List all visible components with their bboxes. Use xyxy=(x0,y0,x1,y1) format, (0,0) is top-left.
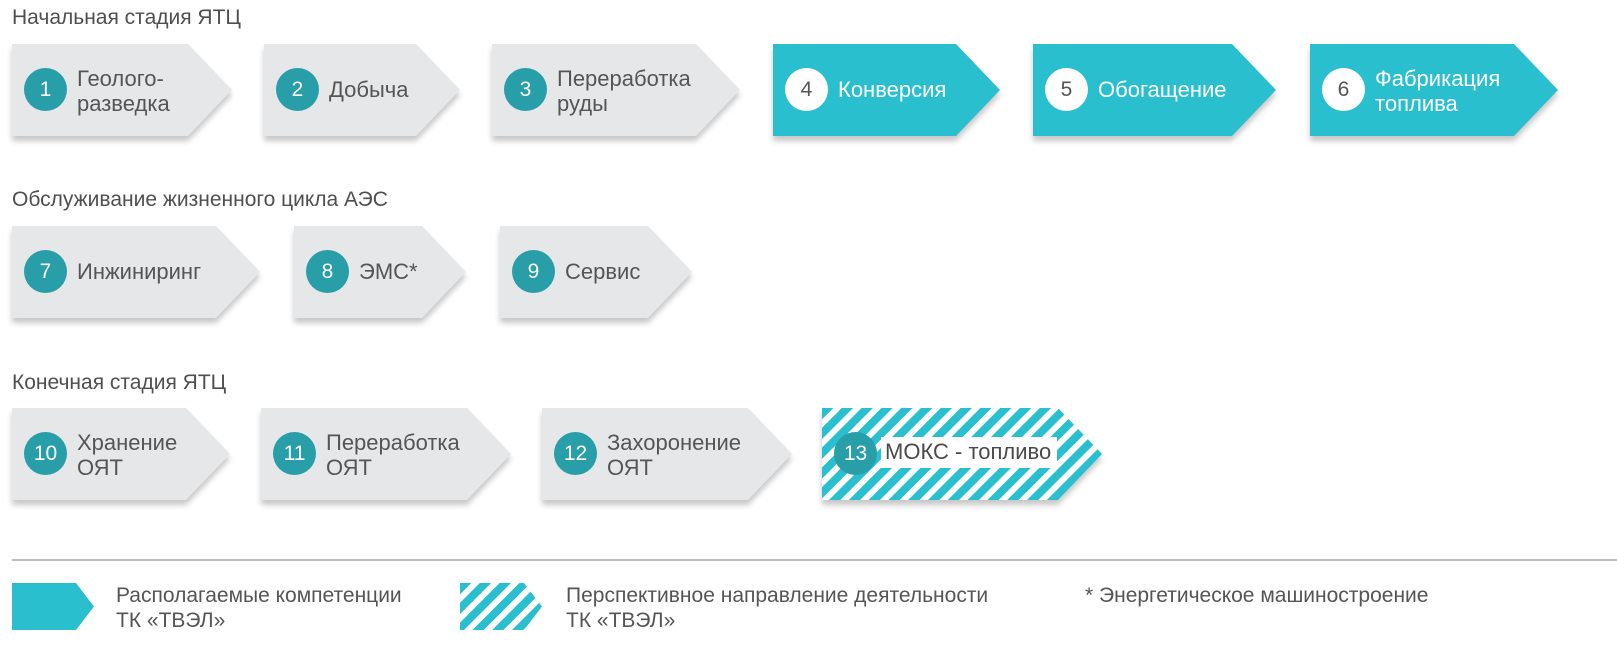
step-label: Захоронение ОЯТ xyxy=(607,430,742,480)
step-number-badge: 6 xyxy=(1322,68,1365,111)
chevron-shape xyxy=(492,44,740,136)
step-2: 2 Добыча xyxy=(264,44,460,136)
step-6: 6 Фабрикация топлива xyxy=(1310,44,1558,136)
chevron-shape xyxy=(12,226,260,318)
step-label: ЭМС* xyxy=(359,259,418,284)
chevron-shape xyxy=(12,44,232,136)
legend-footnote: * Энергетическое машиностроение xyxy=(1085,584,1429,607)
step-13: 13 МОКС - топливо xyxy=(822,408,1102,500)
step-number-badge: 13 xyxy=(834,432,877,475)
step-number-badge: 5 xyxy=(1045,68,1088,111)
step-number-badge: 4 xyxy=(785,68,828,111)
step-label: Инжиниринг xyxy=(77,259,202,284)
step-number-badge: 3 xyxy=(504,68,547,111)
step-number-badge: 2 xyxy=(276,68,319,111)
chevron-shape xyxy=(1033,44,1276,136)
legend-label-prospective: Перспективное направление деятельности Т… xyxy=(566,584,989,632)
step-1: 1 Геолого- разведка xyxy=(12,44,232,136)
step-12: 12 Захоронение ОЯТ xyxy=(542,408,792,500)
step-10: 10 Хранение ОЯТ xyxy=(12,408,230,500)
step-4: 4 Конверсия xyxy=(773,44,1000,136)
chevron-shape xyxy=(261,408,511,500)
step-number-badge: 7 xyxy=(24,250,67,293)
step-5: 5 Обогащение xyxy=(1033,44,1276,136)
chevron-shape xyxy=(12,408,230,500)
step-label: Хранение ОЯТ xyxy=(77,430,178,480)
step-number-badge: 11 xyxy=(273,432,316,475)
step-label: Геолого- разведка xyxy=(77,66,170,116)
step-11: 11 Переработка ОЯТ xyxy=(261,408,511,500)
step-label: МОКС - топливо xyxy=(881,437,1058,468)
step-number-badge: 1 xyxy=(24,68,67,111)
step-3: 3 Переработка руды xyxy=(492,44,740,136)
step-label: Конверсия xyxy=(838,77,947,102)
step-label: Обогащение xyxy=(1098,77,1227,102)
legend-swatch-prospective xyxy=(460,583,542,630)
section-title-final-stage: Конечная стадия ЯТЦ xyxy=(12,371,227,394)
chevron-shape xyxy=(1310,44,1558,136)
step-label: Добыча xyxy=(329,77,409,102)
step-8: 8 ЭМС* xyxy=(294,226,466,318)
step-number-badge: 10 xyxy=(24,432,67,475)
chevron-shape xyxy=(773,44,1000,136)
step-number-badge: 12 xyxy=(554,432,597,475)
chevron-shape xyxy=(500,226,692,318)
chevron-shape xyxy=(542,408,792,500)
step-label: Фабрикация топлива xyxy=(1375,66,1501,116)
step-9: 9 Сервис xyxy=(500,226,692,318)
step-label: Переработка ОЯТ xyxy=(326,430,460,480)
step-7: 7 Инжиниринг xyxy=(12,226,260,318)
chevron-shape xyxy=(264,44,460,136)
section-title-initial-stage: Начальная стадия ЯТЦ xyxy=(12,6,241,29)
divider xyxy=(12,559,1617,561)
chevron-shape xyxy=(294,226,466,318)
legend-swatch-available xyxy=(12,583,94,630)
step-label: Сервис xyxy=(565,259,641,284)
step-label: Переработка руды xyxy=(557,66,691,116)
section-title-npp-lifecycle: Обслуживание жизненного цикла АЭС xyxy=(12,188,388,211)
step-number-badge: 8 xyxy=(306,250,349,293)
legend-label-available: Располагаемые компетенции ТК «ТВЭЛ» xyxy=(116,584,402,632)
step-number-badge: 9 xyxy=(512,250,555,293)
